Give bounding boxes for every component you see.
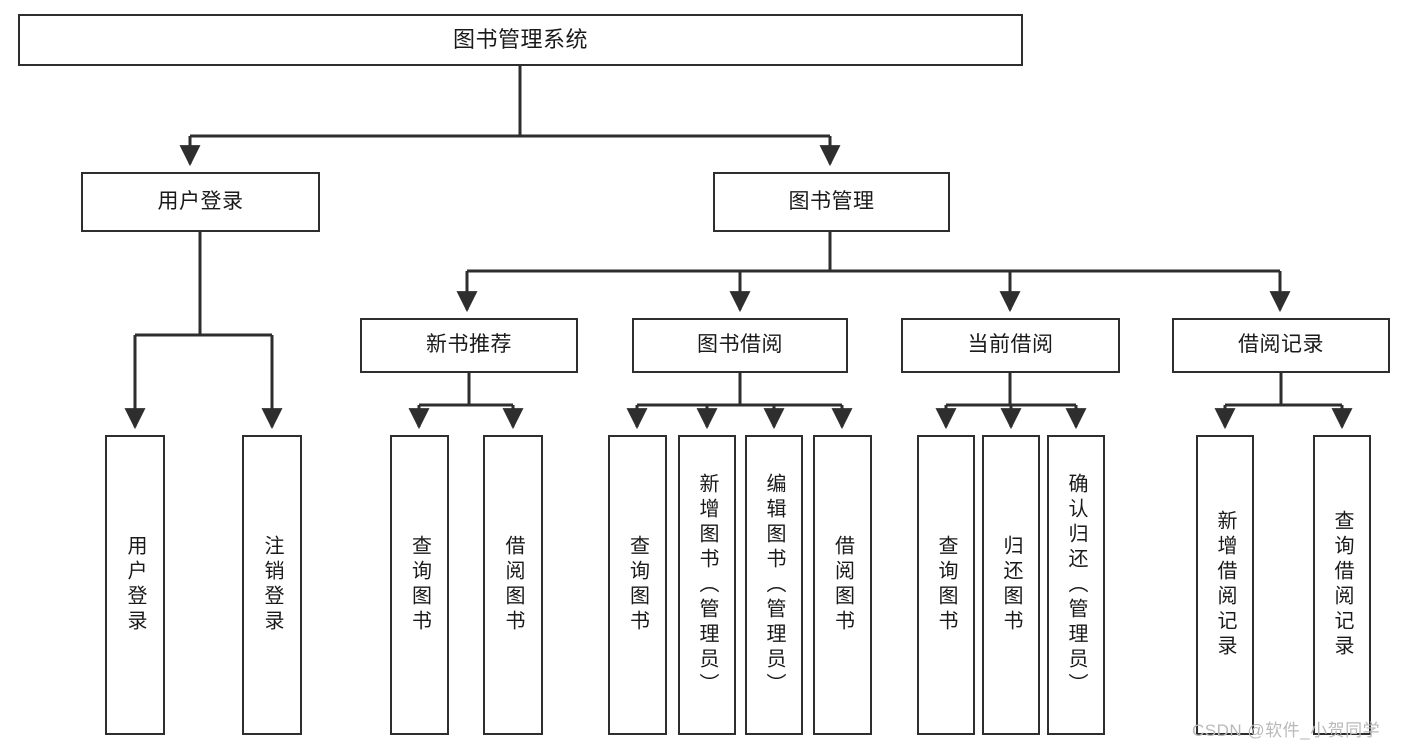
node-current-borrowing[interactable]: 当前借阅 bbox=[901, 318, 1120, 373]
node-leaf-query-books-current[interactable]: 查询图书 bbox=[917, 435, 975, 735]
node-leaf-return-books[interactable]: 归还图书 bbox=[982, 435, 1040, 735]
node-leaf-query-borrowing-record[interactable]: 查询借阅记录 bbox=[1313, 435, 1371, 735]
node-label: 借阅图书 bbox=[831, 535, 854, 635]
node-label: 新增借阅记录 bbox=[1214, 510, 1236, 660]
node-leaf-user-login[interactable]: 用户登录 bbox=[105, 435, 165, 735]
node-label: 查询图书 bbox=[408, 535, 431, 635]
node-book-borrowing[interactable]: 图书借阅 bbox=[632, 318, 848, 373]
node-label: 用户登录 bbox=[157, 189, 244, 213]
node-label: 归还图书 bbox=[1000, 535, 1022, 635]
node-new-book-recommendation[interactable]: 新书推荐 bbox=[360, 318, 578, 373]
node-leaf-edit-book-admin[interactable]: 编辑图书（管理员） bbox=[745, 435, 803, 735]
node-root-book-management-system[interactable]: 图书管理系统 bbox=[18, 14, 1023, 66]
node-label: 查询图书 bbox=[626, 535, 649, 635]
node-label: 图书管理 bbox=[788, 189, 875, 213]
node-borrowing-records[interactable]: 借阅记录 bbox=[1172, 318, 1390, 373]
node-book-management[interactable]: 图书管理 bbox=[713, 172, 950, 232]
node-user-login[interactable]: 用户登录 bbox=[81, 172, 320, 232]
node-leaf-logout[interactable]: 注销登录 bbox=[242, 435, 302, 735]
node-label: 当前借阅 bbox=[967, 333, 1054, 357]
node-leaf-query-books-newbooks[interactable]: 查询图书 bbox=[390, 435, 449, 735]
node-label: 新书推荐 bbox=[426, 333, 512, 357]
node-label: 注销登录 bbox=[261, 535, 283, 635]
node-label: 新增图书（管理员） bbox=[696, 472, 718, 698]
node-label: 借阅图书 bbox=[502, 535, 524, 635]
node-label: 图书管理系统 bbox=[452, 27, 588, 53]
node-label: 查询图书 bbox=[935, 535, 957, 635]
node-label: 借阅记录 bbox=[1238, 333, 1324, 357]
node-leaf-add-book-admin[interactable]: 新增图书（管理员） bbox=[678, 435, 736, 735]
node-leaf-confirm-return-admin[interactable]: 确认归还（管理员） bbox=[1047, 435, 1105, 735]
node-leaf-query-books-borrow[interactable]: 查询图书 bbox=[608, 435, 667, 735]
node-leaf-borrow-books-borrow[interactable]: 借阅图书 bbox=[813, 435, 872, 735]
node-leaf-borrow-books-newbooks[interactable]: 借阅图书 bbox=[483, 435, 543, 735]
node-label: 编辑图书（管理员） bbox=[763, 472, 785, 698]
node-label: 确认归还（管理员） bbox=[1065, 472, 1087, 698]
node-label: 图书借阅 bbox=[697, 333, 783, 357]
watermark: CSDN @软件_小贺同学 bbox=[1192, 721, 1381, 740]
node-leaf-add-borrowing-record[interactable]: 新增借阅记录 bbox=[1196, 435, 1254, 735]
node-label: 查询借阅记录 bbox=[1331, 510, 1353, 660]
node-label: 用户登录 bbox=[124, 535, 146, 635]
